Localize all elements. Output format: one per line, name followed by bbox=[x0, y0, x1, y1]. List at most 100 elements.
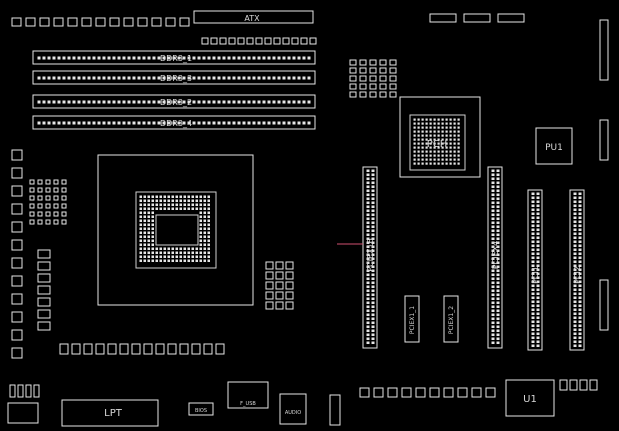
pciex1-2-label: PCIEX1_2 bbox=[448, 306, 455, 334]
slot-pin bbox=[366, 181, 370, 184]
usb-header bbox=[7, 402, 39, 424]
dimm-pin bbox=[122, 76, 126, 80]
cpu-pin bbox=[163, 251, 166, 254]
slot-pin bbox=[496, 249, 500, 252]
dimm-pin bbox=[252, 76, 256, 80]
slot-pin bbox=[531, 292, 535, 295]
slot-pin bbox=[491, 317, 495, 320]
pch-ball bbox=[417, 130, 420, 133]
cpu-pin bbox=[199, 247, 202, 250]
pch-ball bbox=[425, 146, 428, 149]
pch-ball bbox=[421, 158, 424, 161]
slot-pin bbox=[496, 189, 500, 192]
slot-pin bbox=[573, 220, 577, 223]
pch-ball bbox=[457, 158, 460, 161]
smd-component bbox=[255, 37, 263, 45]
cpu-pin bbox=[139, 259, 142, 262]
slot-pin bbox=[531, 196, 535, 199]
dimm-pin bbox=[302, 100, 306, 104]
smd-component bbox=[37, 261, 51, 271]
pch-ball bbox=[449, 154, 452, 157]
ddr-slot-1: DDR3_1 bbox=[32, 50, 316, 65]
dimm-pin bbox=[82, 121, 86, 125]
smd-component bbox=[379, 59, 387, 66]
slot-pin bbox=[573, 340, 577, 343]
smd-component bbox=[589, 379, 598, 391]
dimm-pin bbox=[262, 56, 266, 60]
cpu-pin bbox=[151, 203, 154, 206]
slot-pin bbox=[578, 264, 582, 267]
pch-ball bbox=[441, 122, 444, 125]
slot-pin bbox=[578, 192, 582, 195]
slot-pin bbox=[366, 277, 370, 280]
slot-pin bbox=[531, 332, 535, 335]
slot-pin bbox=[371, 277, 375, 280]
capacitor bbox=[83, 343, 93, 355]
smd-component bbox=[151, 17, 162, 27]
dimm-pin bbox=[57, 121, 61, 125]
smd-component bbox=[359, 67, 367, 74]
slot-pin bbox=[578, 248, 582, 251]
cpu-pin bbox=[143, 235, 146, 238]
slot-pin bbox=[496, 253, 500, 256]
smd-component bbox=[359, 83, 367, 90]
slot-pin bbox=[371, 225, 375, 228]
slot-pin bbox=[371, 217, 375, 220]
slot-pin bbox=[371, 173, 375, 176]
smd-component bbox=[359, 59, 367, 66]
slot-pin bbox=[366, 193, 370, 196]
cpu-pin bbox=[151, 247, 154, 250]
dimm-pin bbox=[107, 121, 111, 125]
slot-pin bbox=[366, 273, 370, 276]
capacitor bbox=[131, 343, 141, 355]
pch-ball bbox=[417, 118, 420, 121]
cpu-pin bbox=[199, 195, 202, 198]
cpu-pin bbox=[207, 199, 210, 202]
slot-pin bbox=[366, 241, 370, 244]
cpu-pin bbox=[143, 203, 146, 206]
slot-pin bbox=[573, 208, 577, 211]
dimm-pin bbox=[297, 100, 301, 104]
smd-component bbox=[429, 387, 440, 398]
cpu-pin bbox=[207, 231, 210, 234]
dimm-pin bbox=[122, 56, 126, 60]
pch-ball bbox=[449, 138, 452, 141]
smd-component bbox=[265, 281, 274, 290]
cpu-pin bbox=[191, 251, 194, 254]
smd-component bbox=[300, 37, 308, 45]
dimm-pin bbox=[187, 56, 191, 60]
cpu-pin bbox=[187, 259, 190, 262]
slot-pin bbox=[536, 288, 540, 291]
capacitor bbox=[107, 343, 117, 355]
pch-ball bbox=[457, 138, 460, 141]
pch-ball bbox=[453, 138, 456, 141]
slot-pin bbox=[536, 192, 540, 195]
cpu-pin bbox=[147, 199, 150, 202]
ic-pin bbox=[29, 203, 35, 209]
cpu-pin bbox=[143, 247, 146, 250]
dimm-pin bbox=[182, 56, 186, 60]
pch-ball bbox=[457, 146, 460, 149]
dimm-pin bbox=[147, 76, 151, 80]
cpu-pin bbox=[139, 251, 142, 254]
slot-pin bbox=[491, 193, 495, 196]
dimm-pin bbox=[97, 100, 101, 104]
bios-label: BIOS bbox=[195, 408, 207, 414]
slot-pin bbox=[371, 309, 375, 312]
f-usb-header: F_USB bbox=[227, 381, 269, 409]
slot-pin bbox=[573, 204, 577, 207]
pch-ball bbox=[433, 150, 436, 153]
dimm-pin bbox=[282, 121, 286, 125]
pciex16-slot: PCIEX16 bbox=[362, 166, 378, 349]
dimm-pin bbox=[287, 100, 291, 104]
slot-pin bbox=[366, 325, 370, 328]
dimm-pin bbox=[37, 100, 41, 104]
dimm-pin bbox=[57, 76, 61, 80]
dimm-pin bbox=[147, 121, 151, 125]
slot-pin bbox=[578, 292, 582, 295]
cpu-pin bbox=[155, 207, 158, 210]
slot-pin bbox=[366, 309, 370, 312]
pch-ball bbox=[441, 158, 444, 161]
dimm-pin bbox=[267, 100, 271, 104]
slot-pin bbox=[491, 321, 495, 324]
